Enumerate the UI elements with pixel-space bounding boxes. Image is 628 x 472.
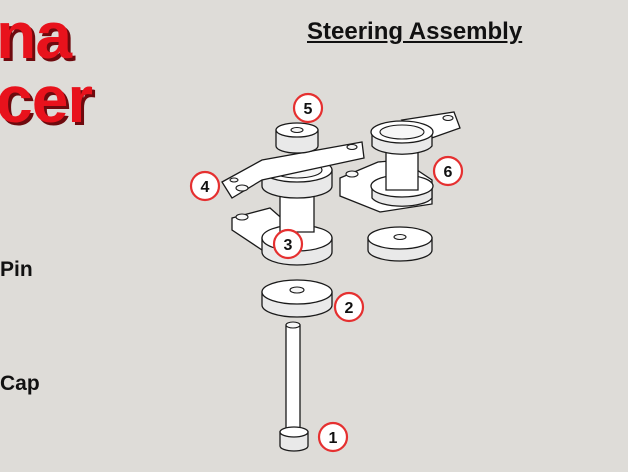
callout-4-label: 4 — [201, 179, 210, 196]
part-6-knuckle — [339, 111, 461, 213]
callout-1: 1 — [317, 421, 349, 453]
callout-4: 4 — [189, 170, 221, 202]
part-1-pin — [279, 321, 309, 452]
callout-2: 2 — [333, 291, 365, 323]
diagram-title: Steering Assembly — [307, 18, 523, 45]
side-label-cap: Cap — [0, 372, 40, 395]
brand-title-line-2: cer — [0, 62, 93, 136]
side-label-pin: Pin — [0, 258, 33, 281]
part-5-top-cap — [275, 122, 319, 154]
loose-washer — [367, 226, 433, 262]
part-4-steering-arm — [221, 141, 365, 199]
part-2-spacer — [261, 279, 333, 318]
callout-3: 3 — [272, 228, 304, 260]
callout-2-label: 2 — [345, 300, 354, 317]
callout-6-label: 6 — [444, 164, 453, 181]
callout-1-label: 1 — [329, 430, 338, 447]
callout-6: 6 — [432, 155, 464, 187]
callout-5: 5 — [292, 92, 324, 124]
callout-5-label: 5 — [304, 101, 313, 118]
brand-title-line-1: na — [0, 0, 72, 72]
callout-3-label: 3 — [284, 237, 293, 254]
